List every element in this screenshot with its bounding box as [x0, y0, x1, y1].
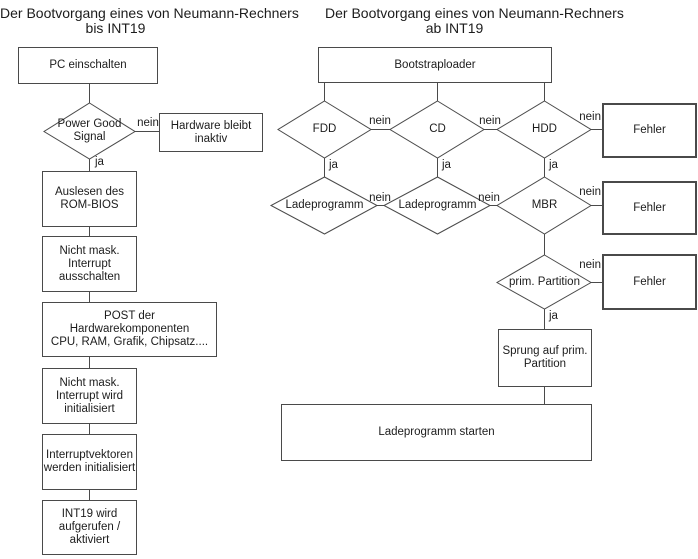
decision-ladeprogramm-fdd-label: Ladeprogramm [285, 199, 364, 211]
edge-label-nein-ladeprogramm-1: nein [369, 192, 391, 204]
edge-label-nein-cd-hdd: nein [479, 115, 501, 127]
decision-fdd-label: FDD [312, 123, 337, 135]
node-interrupt-initialisiert: Nicht mask. Interrupt wird initialisiert [42, 368, 137, 424]
node-hardware-bleibt-inaktiv: Hardware bleibt inaktiv [159, 113, 263, 152]
edge-label-ja-hdd: ja [549, 159, 558, 171]
node-sprung-prim-partition: Sprung auf prim. Partition [498, 329, 592, 387]
decision-prim-partition-label: prim. Partition [509, 276, 580, 288]
left-chart-title-line1: Der Bootvorgang eines von Neumann-Rechne… [0, 5, 299, 21]
right-flow-connectors [324, 83, 602, 404]
edge-label-nein-hdd-fehler: nein [579, 111, 601, 123]
prim-partition-diamond-shape [495, 254, 592, 310]
ladeprogramm-cd-diamond-shape [382, 176, 492, 235]
node-ladeprogramm-starten: Ladeprogramm starten [281, 404, 592, 461]
edge-label-nein-ladeprogramm-2: nein [478, 192, 500, 204]
edge-label-ja-power-good: ja [95, 156, 104, 168]
edge-label-nein-partition-fehler: nein [579, 259, 601, 271]
edge-label-nein-fdd-cd: nein [369, 115, 391, 127]
node-auslesen-rom-bios: Auslesen des ROM-BIOS [42, 171, 137, 227]
node-bootstraploader: Bootstraploader [318, 47, 552, 83]
edge-label-ja-cd: ja [442, 159, 451, 171]
node-pc-einschalten: PC einschalten [18, 47, 158, 84]
decision-ladeprogramm-cd-label: Ladeprogramm [398, 199, 477, 211]
power-good-diamond-shape [43, 102, 136, 160]
node-fehler-mbr: Fehler [602, 181, 697, 235]
edge-label-nein-power-good: nein [137, 117, 159, 129]
node-interrupt-ausschalten: Nicht mask. Interrupt ausschalten [42, 236, 137, 292]
decision-power-good-label: Power Good Signal [57, 118, 122, 143]
node-interruptvektoren: Interruptvektoren werden initialisiert [42, 434, 137, 490]
node-int19-aufgerufen: INT19 wird aufgerufen / aktiviert [42, 500, 137, 555]
ladeprogramm-fdd-diamond-shape [269, 176, 379, 235]
node-post-hardwarekomponenten: POST der Hardwarekomponenten CPU, RAM, G… [42, 302, 217, 357]
decision-mbr-label: MBR [531, 199, 558, 211]
decision-cd-label: CD [429, 123, 446, 135]
node-fehler-hdd: Fehler [602, 103, 697, 158]
left-flow-connectors [89, 84, 160, 500]
decision-hdd-label: HDD [532, 123, 557, 135]
edge-label-nein-mbr-fehler: nein [579, 186, 601, 198]
edge-label-ja-partition: ja [549, 310, 558, 322]
mbr-diamond-shape [496, 176, 592, 235]
node-fehler-partition: Fehler [602, 254, 697, 310]
hdd-diamond-shape [496, 100, 592, 159]
fdd-diamond-shape [277, 100, 372, 159]
left-chart-title-line2: bis INT19 [85, 20, 146, 36]
edge-label-ja-fdd: ja [329, 159, 338, 171]
right-chart-title-line1: Der Bootvorgang eines von Neumann-Rechne… [325, 5, 624, 21]
cd-diamond-shape [389, 100, 485, 159]
right-chart-title-line2: ab INT19 [425, 20, 484, 36]
decision-diamond-shapes [43, 100, 592, 310]
